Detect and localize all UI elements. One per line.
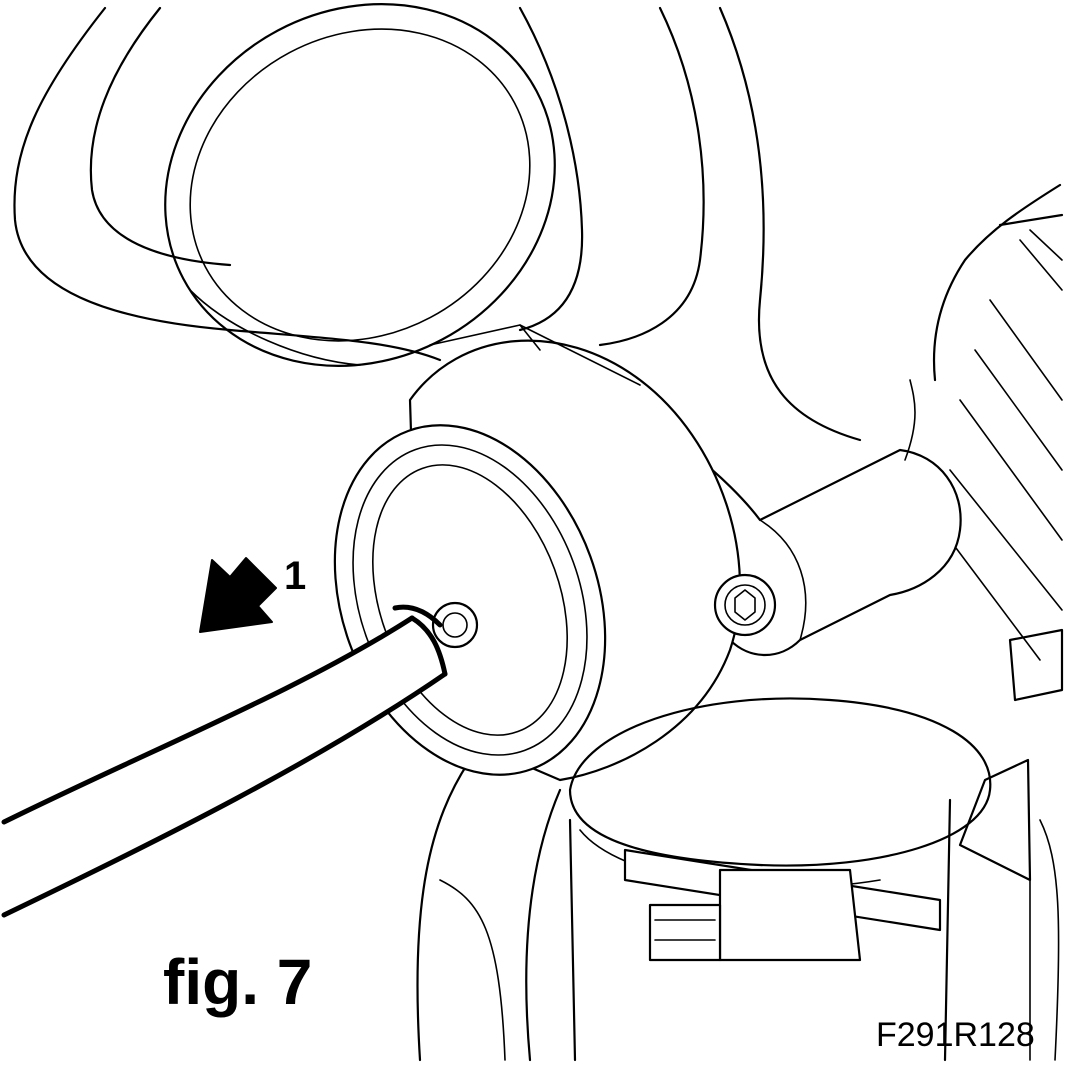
figure-caption: fig. 7 [163, 946, 313, 1018]
intake-manifold-outline [13, 6, 862, 442]
callout-number-1: 1 [284, 554, 307, 598]
engine-block-right [932, 183, 1064, 1061]
torx-screw [713, 573, 777, 637]
hose-clamp [568, 697, 992, 1062]
drawing-reference-code: F291R128 [876, 1016, 1035, 1054]
direction-arrow-icon [199, 557, 277, 633]
sensor-housing [333, 324, 742, 782]
oval-port [164, 3, 556, 367]
vacuum-hose [1, 604, 448, 918]
lower-manifold-legs [416, 758, 562, 1062]
